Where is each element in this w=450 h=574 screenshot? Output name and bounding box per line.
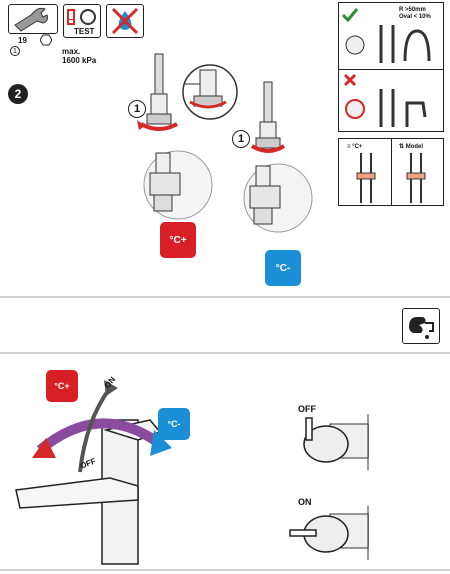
valve-on-label: ON <box>298 497 312 507</box>
faucet-cold-tile: °C- <box>158 408 190 440</box>
faucet-hot-tile: °C+ <box>46 370 78 402</box>
cold-water-tile: °C- <box>265 250 301 286</box>
wrench-icon <box>14 7 48 32</box>
hose-bend-note: R >50mm Oval < 10% <box>399 7 431 20</box>
correct-hose-illustration <box>345 25 431 63</box>
hexagon-icon <box>40 34 52 46</box>
hand-washing-icon <box>402 308 440 344</box>
angle-valve-hot <box>143 150 213 220</box>
connection-panel: ≡ °C+ ⇅ Model <box>338 138 444 206</box>
step-2-badge: 2 <box>8 84 28 104</box>
connection-illustration <box>356 153 426 203</box>
no-water-icon <box>106 4 144 38</box>
hot-water-tile: °C+ <box>160 222 196 258</box>
valve-off-illustration <box>303 414 369 470</box>
circle-one-a: 1 <box>128 100 146 118</box>
hose-illustration-1 <box>137 53 178 131</box>
test-label: TEST <box>74 27 95 36</box>
check-icon <box>341 8 359 23</box>
incorrect-hose-illustration <box>345 89 427 127</box>
cold-column-label: ⇅ Model <box>399 144 424 150</box>
item-number-circle: 1 <box>10 46 20 56</box>
hose-illustration-2 <box>250 81 286 153</box>
hose-check-panel: R >50mm Oval < 10% <box>338 2 444 132</box>
divider-2 <box>0 352 450 354</box>
valve-on-illustration <box>289 506 369 560</box>
angle-valve-cold <box>243 163 313 233</box>
hot-column-label: ≡ °C+ <box>347 144 363 150</box>
zoom-detail-illustration <box>182 64 238 120</box>
divider-1 <box>0 296 450 298</box>
wrench-icon-box <box>8 4 58 34</box>
pressure-label: max. 1600 kPa <box>62 47 97 65</box>
wrench-size: 19 <box>18 36 27 45</box>
divider-3 <box>0 569 450 571</box>
circle-one-b: 1 <box>232 130 250 148</box>
cross-icon <box>343 73 357 87</box>
test-warning-icon: TEST <box>63 4 101 38</box>
faucet-illustration <box>15 380 172 565</box>
valve-off-label: OFF <box>298 404 316 414</box>
